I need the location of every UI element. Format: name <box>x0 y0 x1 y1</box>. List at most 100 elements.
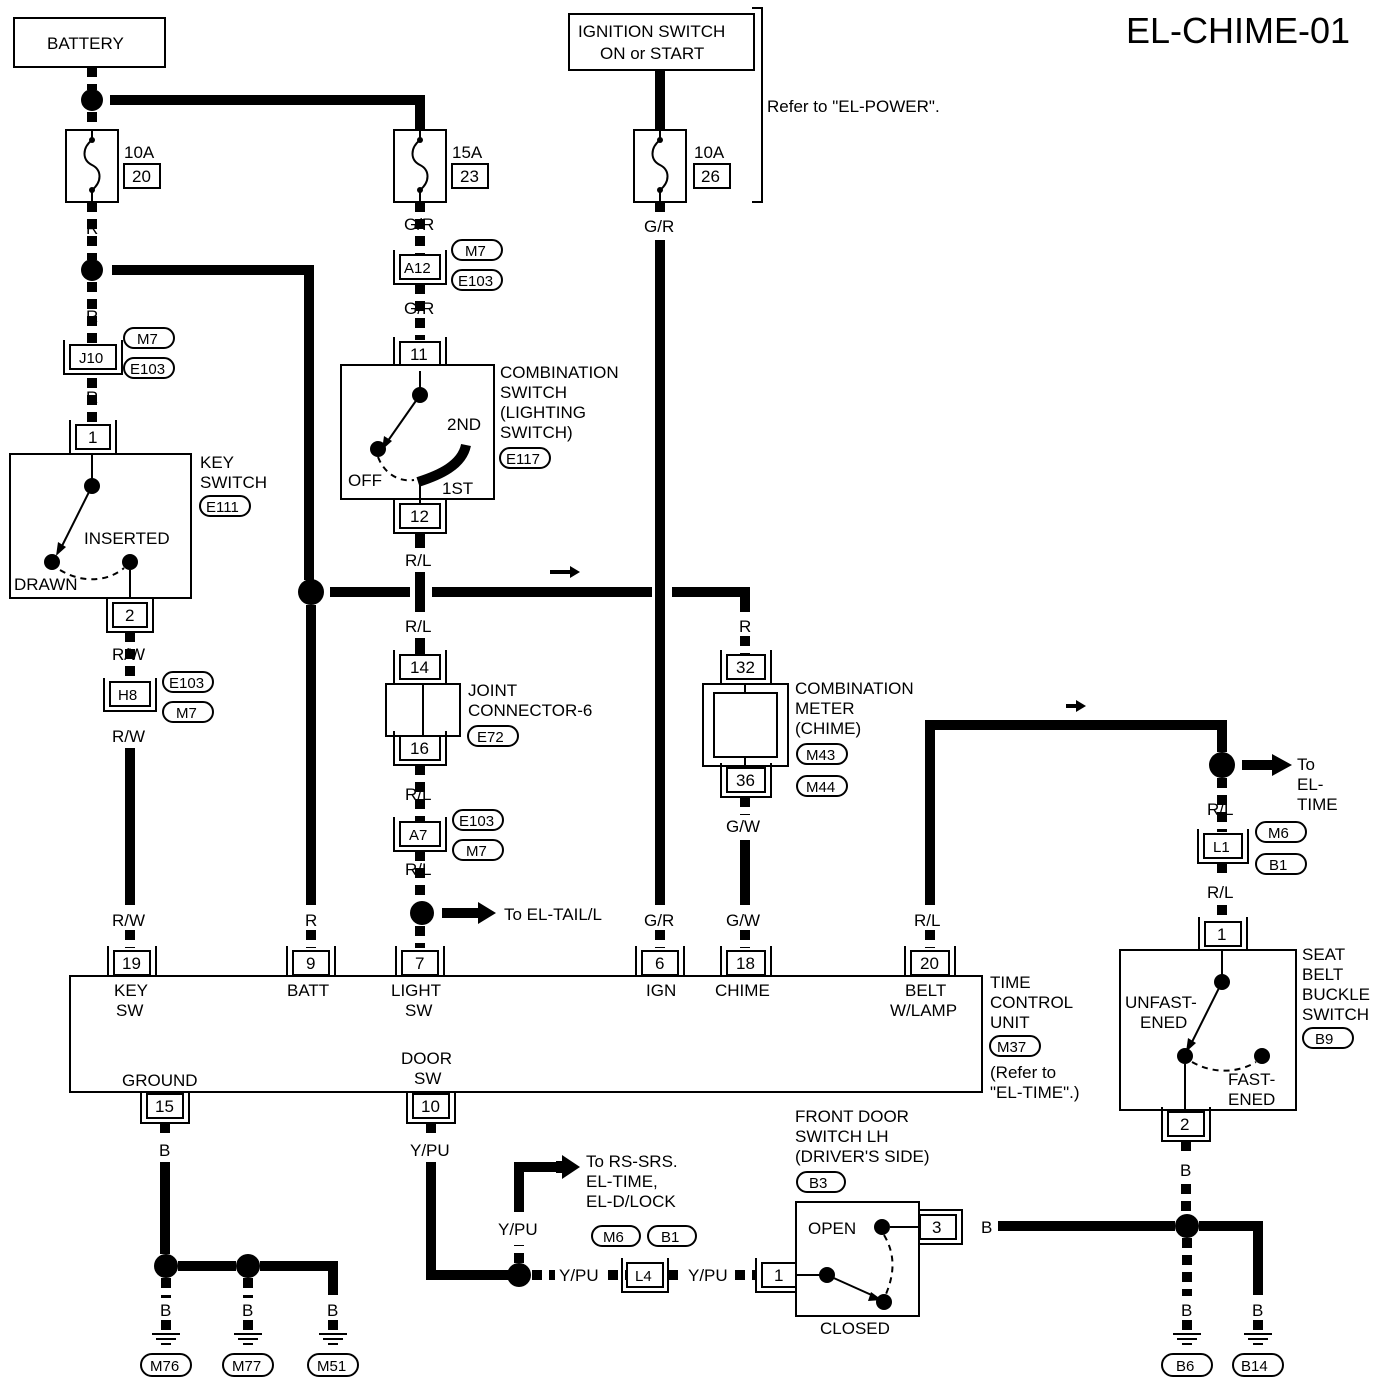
meter-label-2: METER <box>795 699 855 718</box>
comb-switch-off: OFF <box>348 471 382 490</box>
flow-arrow-2 <box>1066 700 1086 712</box>
connector-a7-label: A7 <box>409 827 427 844</box>
comb-switch-connector: E117 <box>506 451 540 468</box>
door-switch-pin-1: 1 <box>774 1266 783 1285</box>
door-switch-open: OPEN <box>808 1219 856 1238</box>
ground-m77: M77 <box>232 1358 261 1375</box>
wire-rl-bus <box>330 587 750 612</box>
wire-color-r-3: R <box>86 388 98 407</box>
a12-e103: E103 <box>458 273 493 290</box>
seat-belt-switch-box <box>1119 949 1297 1111</box>
to-el-time-3: TIME <box>1297 795 1338 814</box>
wire-r-to-batt <box>112 265 314 580</box>
meter-pin-32: 32 <box>736 658 755 677</box>
door-switch-connector: B3 <box>809 1175 827 1192</box>
tcu-connector: M37 <box>997 1039 1026 1056</box>
ground-m76: M76 <box>150 1358 179 1375</box>
connector-h8 <box>109 681 151 707</box>
wire-color-rl-belt: R/L <box>914 911 940 930</box>
wire-b-door-to-ground <box>998 1221 1263 1295</box>
splice-tail <box>410 901 434 925</box>
meter-label-1: COMBINATION <box>795 679 914 698</box>
connector-l4 <box>626 1262 664 1288</box>
door-switch-label-2: SWITCH LH <box>795 1127 889 1146</box>
l4-m6: M6 <box>603 1229 624 1246</box>
ground-b6: B6 <box>1176 1358 1194 1375</box>
wire-color-rl-3: R/L <box>405 785 431 804</box>
tcu-light-sw-2: SW <box>405 1001 432 1020</box>
wire-ypu-door <box>426 1162 508 1280</box>
connector-l4-label: L4 <box>635 1268 652 1285</box>
tcu-pin-18: 18 <box>736 954 755 973</box>
key-switch-pin-1: 1 <box>88 428 97 447</box>
ground-b6-wire: B <box>1181 1301 1192 1320</box>
key-switch-box <box>9 453 192 599</box>
key-switch-label-1: KEY <box>200 453 234 472</box>
tcu-pin-10: 10 <box>421 1097 440 1116</box>
fuse-23-amp: 15A <box>452 143 483 162</box>
joint-connector-label-1: JOINT <box>468 681 517 700</box>
meter-conn-1: M43 <box>806 747 835 764</box>
wire-color-gr-3: G/R <box>644 217 674 236</box>
tcu-pin-15: 15 <box>155 1097 174 1116</box>
tcu-pin-20: 20 <box>920 954 939 973</box>
a7-e103: E103 <box>459 813 494 830</box>
wire-color-rw-3: R/W <box>112 911 145 930</box>
splice-battery <box>81 89 103 111</box>
wire-color-ypu-2: Y/PU <box>559 1266 599 1285</box>
key-switch-pin-2: 2 <box>125 606 134 625</box>
wire-color-gr-2: G/R <box>404 299 434 318</box>
connector-a12 <box>399 254 441 280</box>
tcu-belt-1: BELT <box>905 981 946 1000</box>
wire-color-b-door: B <box>981 1218 992 1237</box>
arrow-to-rs-srs <box>556 1155 580 1179</box>
comb-switch-label-1: COMBINATION <box>500 363 619 382</box>
to-rs-srs-1: To RS-SRS. <box>586 1152 678 1171</box>
splice-batt <box>298 579 324 605</box>
wire-ypu-to-rs-srs <box>514 1162 560 1212</box>
wire-ground-bus <box>178 1261 338 1295</box>
h8-e103: E103 <box>169 675 204 692</box>
tcu-pin-9: 9 <box>306 954 315 973</box>
wire-color-ypu-1: Y/PU <box>410 1141 450 1160</box>
meter-conn-2: M44 <box>806 779 835 796</box>
seat-belt-pin-1: 1 <box>1217 925 1226 944</box>
comb-switch-pin-12: 12 <box>410 507 429 526</box>
time-control-unit-box <box>69 975 983 1093</box>
wire-color-rl-4: R/L <box>405 860 431 879</box>
comb-switch-label-4: SWITCH) <box>500 423 573 442</box>
flow-arrow-1 <box>550 566 580 578</box>
tcu-top-pins <box>107 946 956 976</box>
l1-m6: M6 <box>1268 825 1289 842</box>
seat-belt-label-3: BUCKLE <box>1302 985 1370 1004</box>
seat-belt-fast-2: ENED <box>1228 1090 1275 1109</box>
tcu-label-1: TIME <box>990 973 1031 992</box>
to-el-time-2: EL- <box>1297 775 1323 794</box>
wire-color-rw-2: R/W <box>112 727 145 746</box>
ground-m76-wire: B <box>160 1301 171 1320</box>
connector-a12-label: A12 <box>404 260 431 277</box>
splice-time <box>1209 752 1235 778</box>
ignition-label-1: IGNITION SWITCH <box>578 22 725 41</box>
tcu-light-sw-1: LIGHT <box>391 981 441 1000</box>
connector-l1 <box>1203 833 1243 859</box>
ground-b14: B14 <box>1241 1358 1268 1375</box>
tcu-refer-1: (Refer to <box>990 1063 1056 1082</box>
switch-contact-arc <box>416 443 471 487</box>
tcu-door-2: SW <box>414 1069 441 1088</box>
tcu-pin-7: 7 <box>415 954 424 973</box>
key-switch-label-2: SWITCH <box>200 473 267 492</box>
meter-pin-36: 36 <box>736 771 755 790</box>
wire-color-gr-4: G/R <box>644 911 674 930</box>
comb-switch-label-3: (LIGHTING <box>500 403 586 422</box>
tcu-refer-2: "EL-TIME".) <box>990 1083 1080 1102</box>
joint-connector-label-2: CONNECTOR-6 <box>468 701 592 720</box>
ground-symbols <box>152 1320 1272 1345</box>
comb-switch-label-2: SWITCH <box>500 383 567 402</box>
seat-belt-connector: B9 <box>1315 1031 1333 1048</box>
fuse-26-number: 26 <box>701 167 720 186</box>
comb-switch-2nd: 2ND <box>447 415 481 434</box>
door-switch-label-1: FRONT DOOR <box>795 1107 909 1126</box>
power-bracket <box>752 7 763 203</box>
